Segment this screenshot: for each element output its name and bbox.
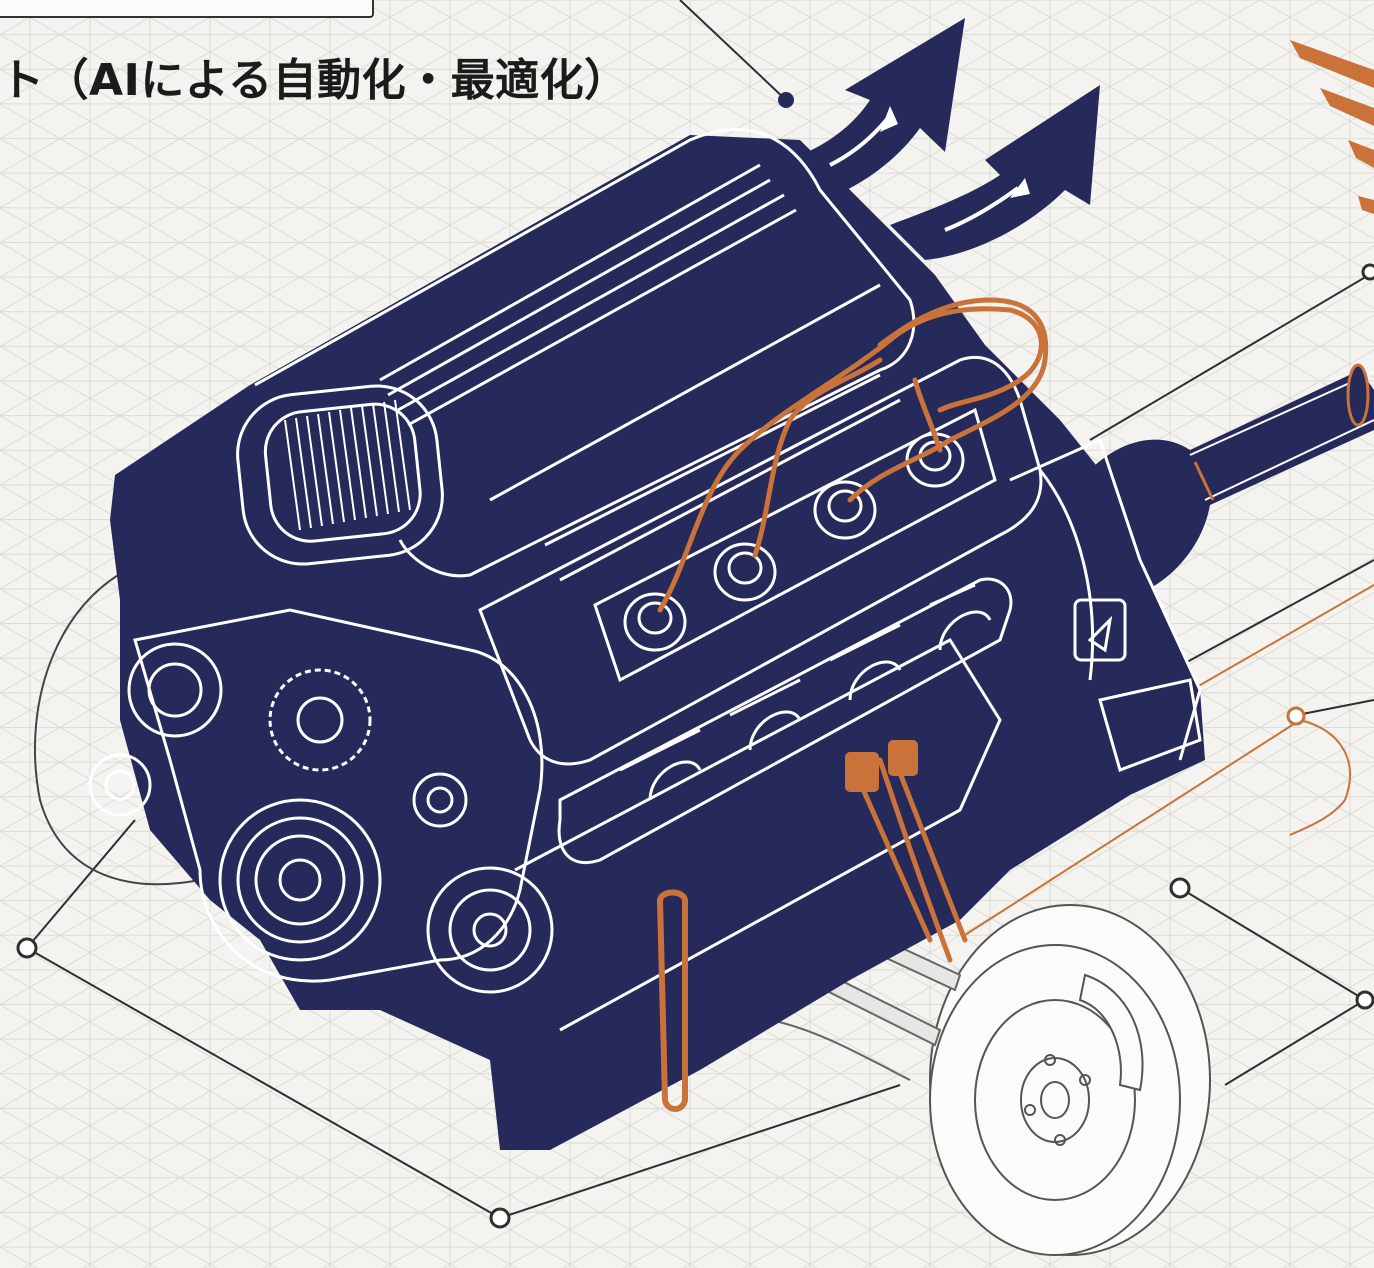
lower-block [514,437,1202,1032]
driveshaft [1090,363,1374,600]
valve-cover [478,355,1043,766]
brake-disc [929,904,1211,1256]
pulley-belt [88,608,554,994]
intake-grille [284,399,411,531]
spark-plug-wells [623,432,965,652]
engine-block [88,128,1205,1150]
flywheel-outline [33,559,201,886]
orange-chevron-decor [1290,40,1374,214]
callout-leader-lines [26,0,1374,1219]
exhaust-manifold [557,577,1013,865]
ignition-wires-connectors [845,740,918,792]
caption-text: ト（AIによる自動化・最適化） [0,55,629,106]
caption-frame [0,0,374,18]
dipstick [657,889,688,1112]
air-plenum [236,128,916,578]
copper-leader-lines [964,584,1374,936]
up-arrow-icon [775,18,1100,260]
callout-node-icon [16,92,1374,1229]
